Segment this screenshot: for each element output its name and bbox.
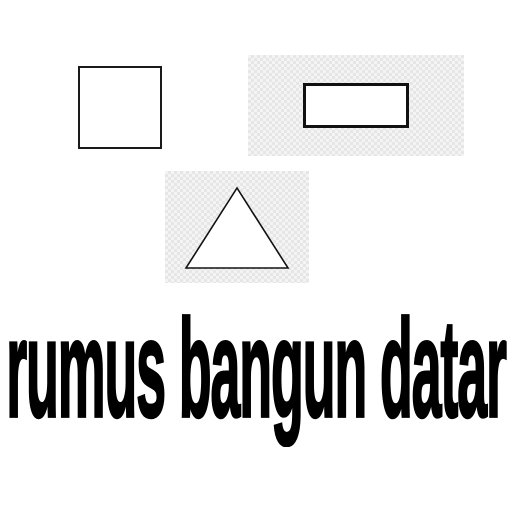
square-icon bbox=[78, 66, 162, 149]
rectangle-icon bbox=[303, 83, 409, 128]
title-area: rumus bangun datar bbox=[0, 280, 512, 460]
page-title: rumus bangun datar bbox=[6, 290, 508, 448]
triangle-icon bbox=[184, 186, 290, 269]
triangle-outline bbox=[184, 186, 290, 269]
